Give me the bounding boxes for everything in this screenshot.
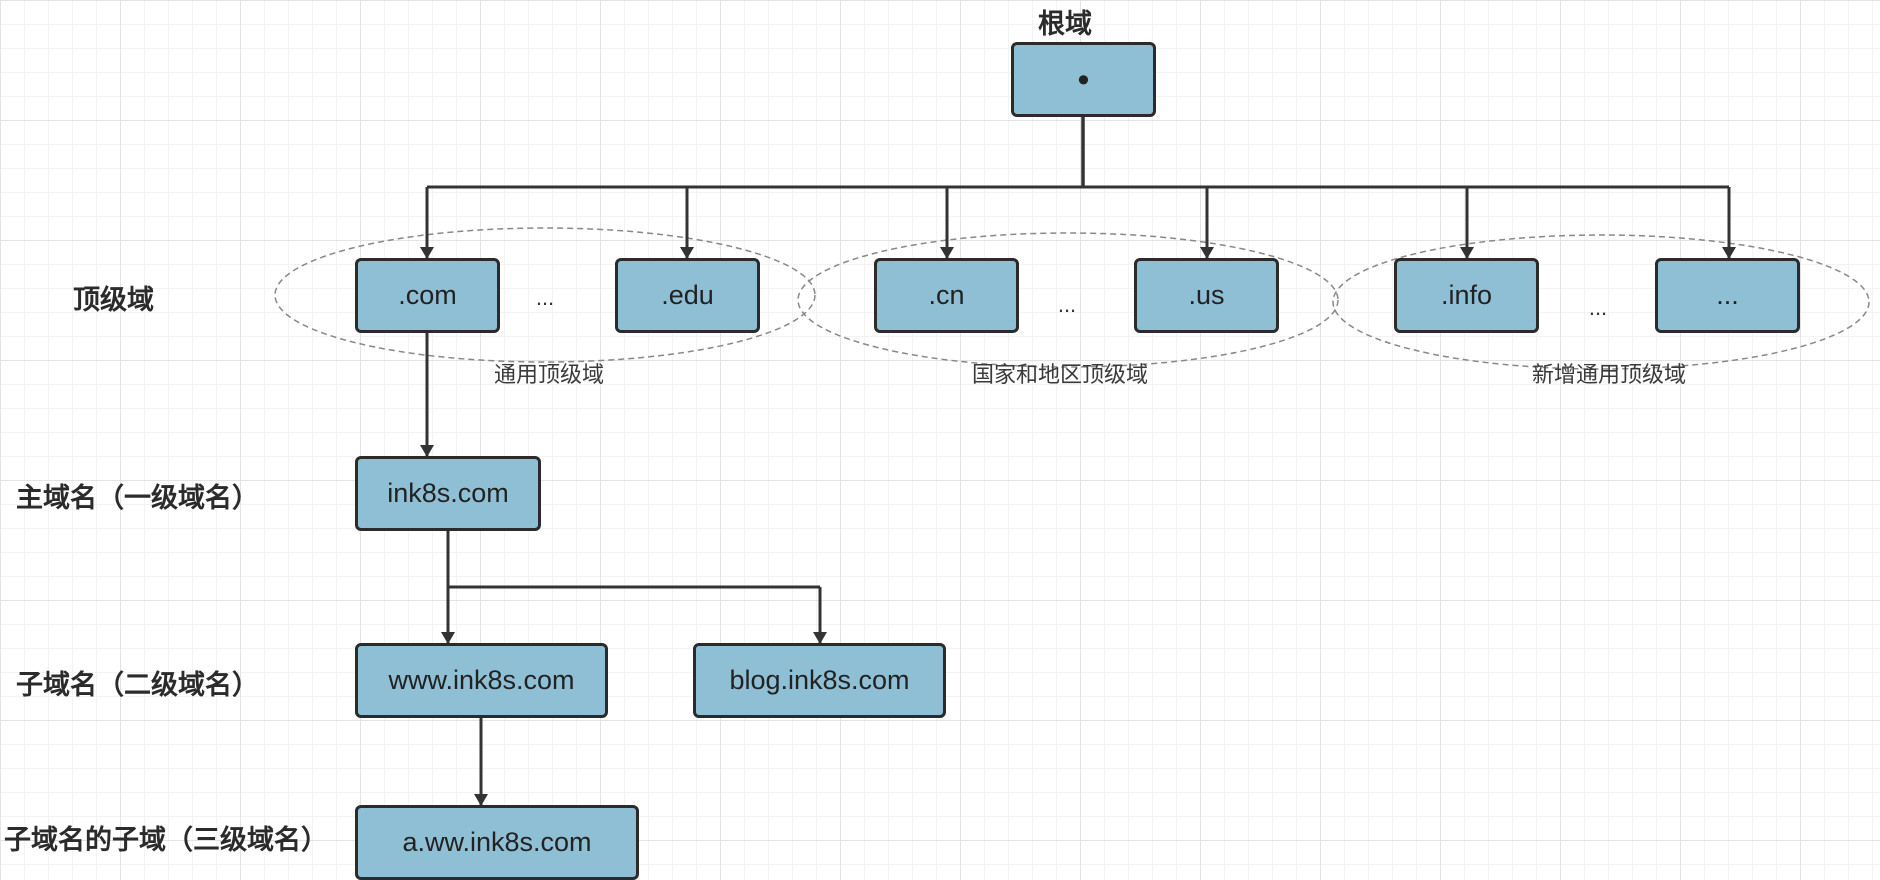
tld-node-other[interactable]: ... [1655,258,1800,333]
ellipsis-new-generic: ... [1588,295,1608,320]
group-label-generic: 通用顶级域 [493,362,605,387]
group-ellipse-generic [274,227,816,363]
root-title: 根域 [1038,9,1092,39]
tld-node-info[interactable]: .info [1394,258,1539,333]
third-level-node[interactable]: a.ww.ink8s.com [355,805,639,880]
level-label-sub: 子域名（二级域名） [16,670,259,700]
level-label-subsub: 子域名的子域（三级域名） [4,825,328,855]
tld-node-cn[interactable]: .cn [874,258,1019,333]
level-label-main: 主域名（一级域名） [16,483,259,513]
main-domain-node[interactable]: ink8s.com [355,456,541,531]
ellipsis-generic: ... [535,285,555,310]
group-ellipse-new-generic [1332,234,1870,370]
ellipsis-country: ... [1057,292,1077,317]
group-label-new-generic: 新增通用顶级域 [1531,362,1687,387]
root-symbol: • [1077,60,1090,99]
tld-node-com[interactable]: .com [355,258,500,333]
tld-node-edu[interactable]: .edu [615,258,760,333]
subdomain-node-www[interactable]: www.ink8s.com [355,643,608,718]
tld-node-us[interactable]: .us [1134,258,1279,333]
group-ellipse-country [797,232,1339,368]
group-label-country: 国家和地区顶级域 [971,362,1149,387]
root-node[interactable]: • [1011,42,1156,117]
subdomain-node-blog[interactable]: blog.ink8s.com [693,643,946,718]
level-label-tld: 顶级域 [73,285,154,315]
